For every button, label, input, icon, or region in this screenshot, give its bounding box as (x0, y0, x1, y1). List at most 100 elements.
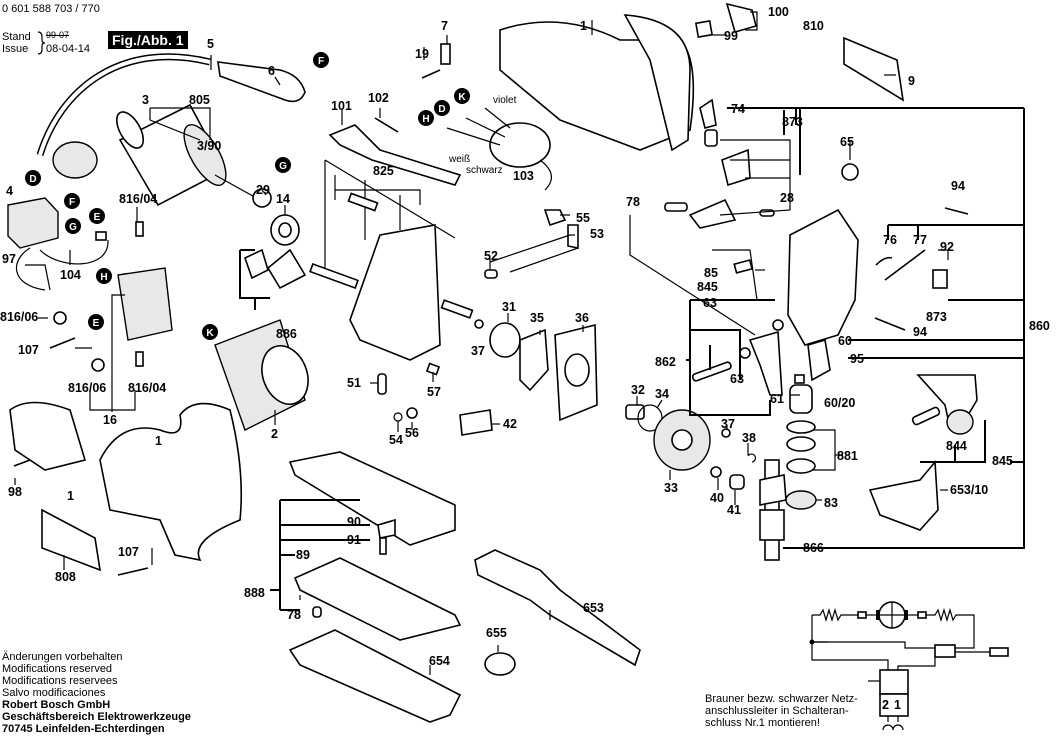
armature (115, 103, 261, 207)
part-label: 845 (992, 454, 1013, 468)
spring-816-06 (53, 311, 67, 325)
part-label: 873 (782, 115, 803, 129)
cord-grommet (217, 61, 306, 103)
part-label: 95 (850, 352, 864, 366)
dust-extractor-653 (474, 549, 641, 667)
connector-marker-H2: H (418, 110, 434, 126)
wire-color-black: schwarz (466, 165, 503, 176)
rod-77 (884, 249, 926, 281)
connector-marker-D: D (25, 170, 41, 186)
part-label: 29 (256, 183, 270, 197)
part-label: 99 (724, 29, 738, 43)
part-label: 16 (103, 413, 117, 427)
connector-marker-E: E (89, 208, 105, 224)
part-labels: 5 805 6 3 3/90 29 14 816/04 4 97 104 816… (0, 5, 1050, 712)
spring-74 (699, 98, 717, 129)
part-label: 1 (580, 19, 587, 33)
part-label: 104 (60, 268, 81, 282)
pin-862 (691, 361, 732, 382)
footer-line: Änderungen vorbehalten (2, 651, 123, 663)
part-label: 5 (207, 37, 214, 51)
part-label: 810 (803, 19, 824, 33)
base-plate (288, 451, 456, 546)
plate-85 (733, 259, 754, 274)
connector-marker-D2: D (434, 100, 450, 116)
part-label: 42 (503, 417, 517, 431)
part-label: 844 (946, 439, 967, 453)
part-label: 78 (626, 195, 640, 209)
part-label: 816/04 (119, 192, 157, 206)
part-label: 886 (276, 327, 297, 341)
wiring-note-line: anschlussleiter in Schalteran- (705, 705, 849, 717)
part-label: 57 (427, 385, 441, 399)
part-label: 38 (742, 431, 756, 445)
svg-text:K: K (206, 328, 214, 339)
part-label: 56 (405, 426, 419, 440)
part-label: 14 (276, 192, 290, 206)
company-address: 70745 Leinfelden-Echterdingen (2, 723, 165, 735)
spring-95 (807, 338, 831, 382)
label-9 (843, 36, 905, 102)
part-label: 94 (913, 325, 927, 339)
part-label: 97 (2, 252, 16, 266)
part-label: 92 (940, 240, 954, 254)
bushing (244, 248, 269, 280)
part-label: 816/06 (0, 310, 38, 324)
part-label: 816/06 (68, 381, 106, 395)
part-label: 860 (1029, 319, 1050, 333)
part-label: 31 (502, 300, 516, 314)
svg-text:H: H (100, 272, 107, 283)
part-label: 90 (347, 515, 361, 529)
knob-655 (484, 652, 516, 676)
part-label: 33 (664, 481, 678, 495)
footer-line: Modifications reserved (2, 663, 113, 675)
screw-91 (379, 537, 387, 555)
part-label: 808 (55, 570, 76, 584)
screw-107 (117, 567, 149, 576)
washer-56 (406, 407, 418, 419)
svg-text:D: D (29, 174, 36, 185)
slide-plate-89 (293, 557, 462, 641)
svg-text:G: G (69, 222, 77, 233)
part-label: 19 (415, 47, 429, 61)
gear-housing (349, 224, 441, 361)
footer-line: Modifications reservees (2, 675, 118, 687)
clamp-90 (377, 518, 396, 539)
part-92 (932, 269, 948, 289)
cap-65 (841, 163, 859, 181)
svg-text:G: G (279, 161, 287, 172)
part-label: 74 (731, 102, 745, 116)
housing-cap (9, 401, 87, 471)
wire-color-white: weiß (448, 154, 470, 165)
part-label: 28 (780, 191, 794, 205)
part-label: 816/04 (128, 381, 166, 395)
part-label: 51 (347, 376, 361, 390)
company-division: Geschäftsbereich Elektrowerkzeuge (2, 711, 191, 723)
spring-102 (374, 117, 399, 133)
connector-marker-G: G (275, 157, 291, 173)
part-label: 102 (368, 91, 389, 105)
screw-94 (944, 207, 969, 215)
part-label: 76 (883, 233, 897, 247)
seal-83 (785, 490, 817, 510)
part-label: 1 (155, 434, 162, 448)
svg-text:K: K (458, 92, 466, 103)
connector-marker-G2: G (65, 218, 81, 234)
screw-78 (664, 202, 688, 212)
part-label: 862 (655, 355, 676, 369)
lever-35 (519, 328, 549, 392)
part-label: 6 (268, 64, 275, 78)
plate-7 (440, 43, 451, 65)
part-label: 3/90 (197, 139, 221, 153)
part-label: 63 (703, 296, 717, 310)
svg-text:F: F (69, 197, 75, 208)
part-label: 54 (389, 433, 403, 447)
part-label: 107 (18, 343, 39, 357)
wiring-note-line: schluss Nr.1 montieren! (705, 717, 820, 729)
base-cover-654 (288, 629, 462, 723)
part-label: 866 (803, 541, 824, 555)
switch-lever-101 (328, 124, 462, 186)
pin-52 (484, 269, 498, 279)
part-label: 61 (770, 392, 784, 406)
part-label: 653/10 (950, 483, 988, 497)
